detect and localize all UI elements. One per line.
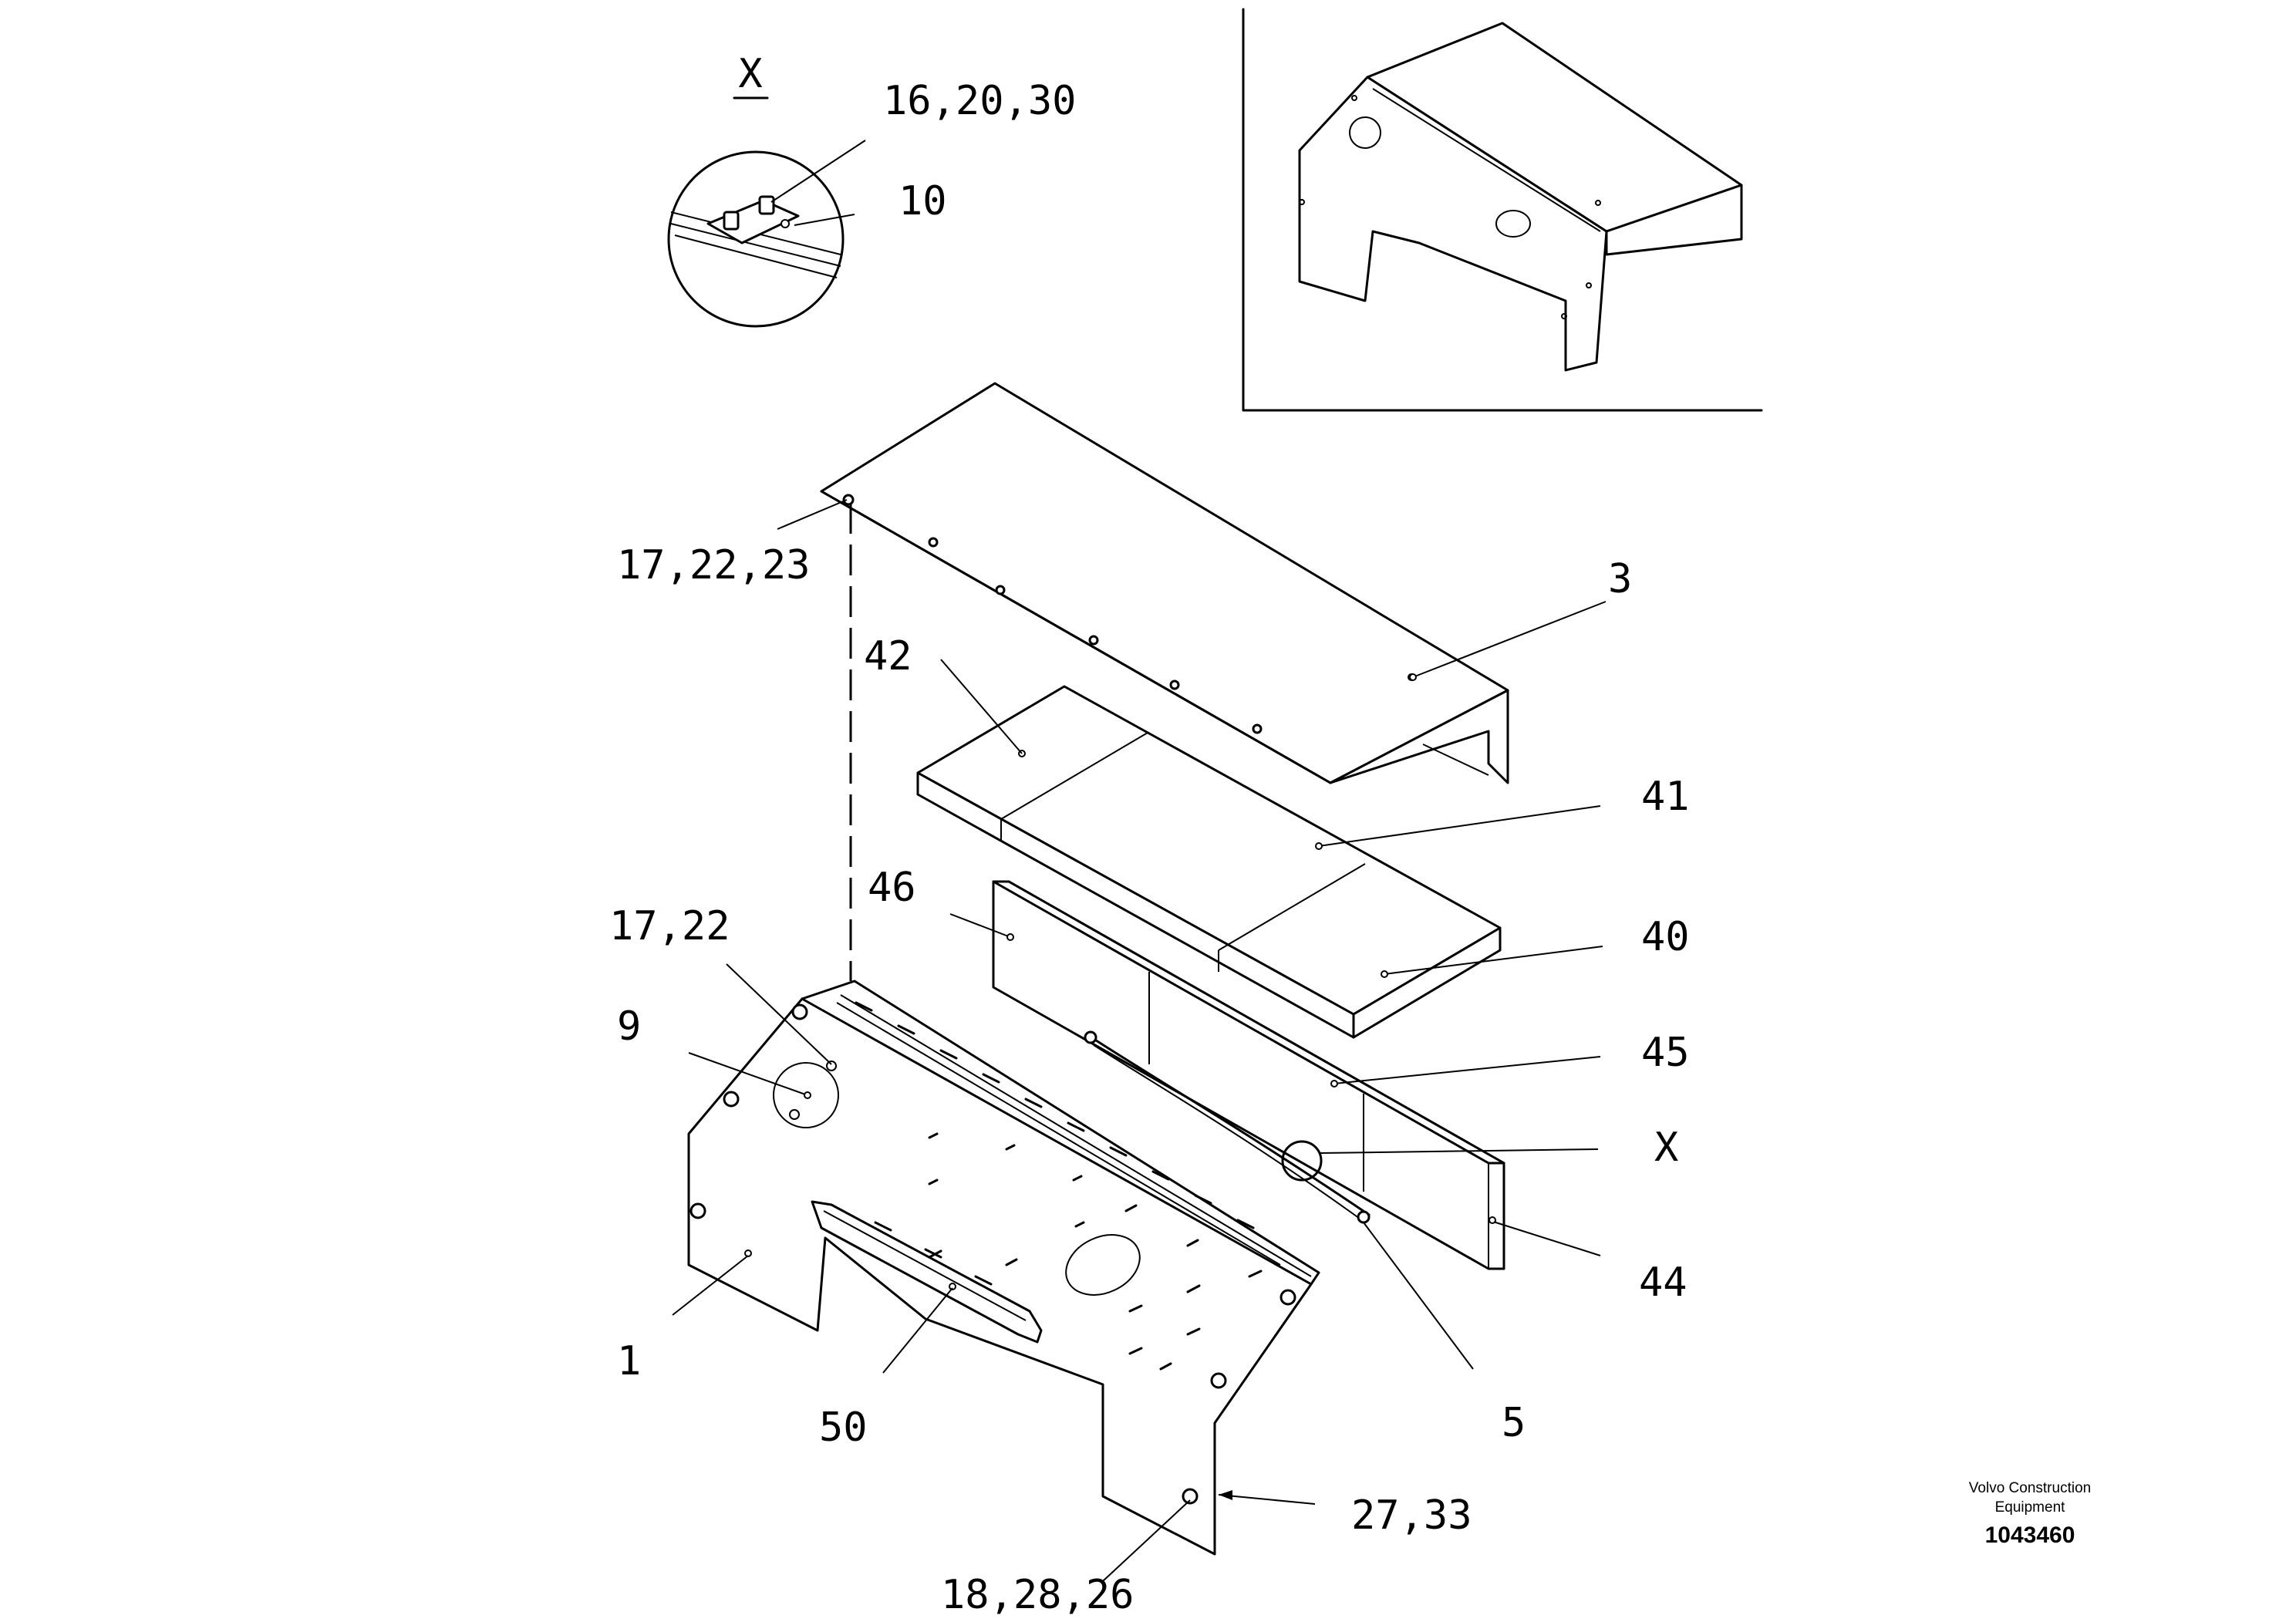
detail-x-view [667, 96, 845, 328]
drawing-number: 1043460 [1985, 1523, 2075, 1548]
label-18-28-26: 18,28,26 [941, 1572, 1134, 1618]
label-45: 45 [1641, 1030, 1690, 1076]
label-17-22: 17,22 [609, 903, 730, 949]
label-3: 3 [1608, 556, 1632, 602]
callout-labels: X 16,20,30 10 17,22,23 3 42 41 46 40 17,… [609, 51, 1690, 1618]
label-5: 5 [1502, 1400, 1526, 1446]
label-17-22-23: 17,22,23 [617, 542, 810, 588]
cable-part-5 [1084, 1030, 1371, 1224]
front-plate-part-1 [687, 980, 1320, 1556]
company-name-line1: Volvo Construction [1969, 1480, 2091, 1496]
edge-trim-part-50 [811, 1200, 1043, 1344]
side-insulation-46-45-44 [992, 880, 1505, 1270]
label-44: 44 [1639, 1259, 1687, 1306]
label-9: 9 [617, 1003, 641, 1050]
top-cover-part-3 [820, 382, 1509, 784]
label-40: 40 [1641, 914, 1690, 960]
label-50: 50 [819, 1404, 868, 1451]
label-42: 42 [864, 633, 912, 679]
label-41: 41 [1641, 774, 1690, 820]
insulation-mat-41-42-40 [916, 685, 1502, 1039]
part-reference-dots [804, 659, 1496, 1224]
company-name-line2: Equipment [1995, 1499, 2066, 1516]
label-detail-x-title: X [738, 51, 762, 97]
label-46: 46 [868, 865, 916, 911]
label-x: X [1654, 1125, 1678, 1171]
leader-lines [672, 140, 1607, 1582]
label-10: 10 [899, 178, 947, 224]
assembled-view-inset [1242, 8, 1763, 412]
label-27-33: 27,33 [1351, 1492, 1472, 1539]
title-block: Volvo Construction Equipment 1043460 [1969, 1480, 2091, 1548]
hinge-slots [855, 1001, 1255, 1229]
label-16-20-30: 16,20,30 [883, 78, 1076, 124]
plate-slots [928, 1132, 1263, 1371]
label-1: 1 [617, 1338, 641, 1384]
